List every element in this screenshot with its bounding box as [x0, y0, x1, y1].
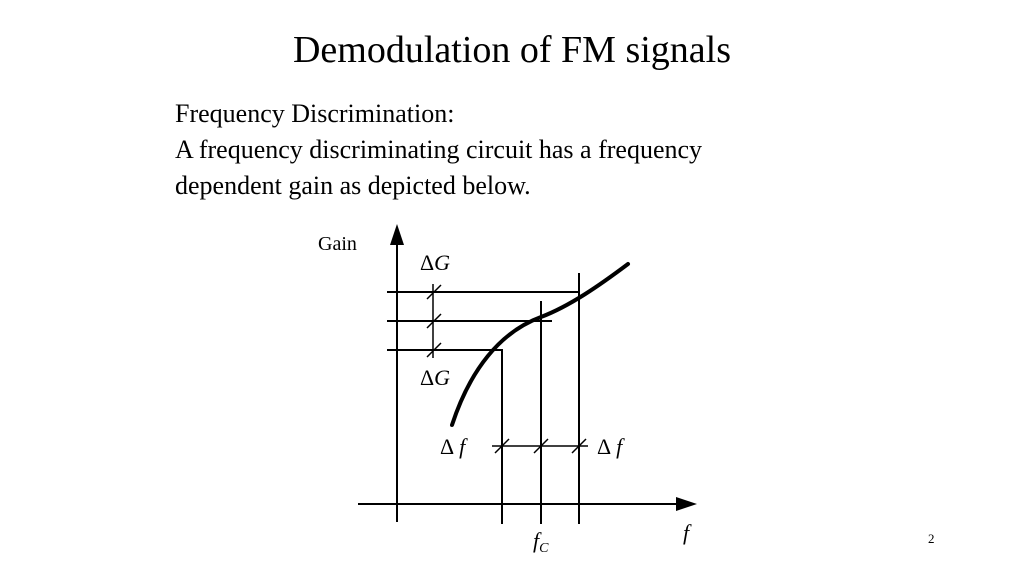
- y-axis-arrowhead: [390, 224, 404, 245]
- slide-title: Demodulation of FM signals: [292, 29, 732, 71]
- delta-f-tick-lower: [494, 438, 510, 454]
- delta-g-label-bottom: ΔG: [420, 365, 450, 390]
- x-axis-label: f: [683, 520, 692, 545]
- gain-curve: [450, 262, 630, 427]
- y-axis-label: Gain: [318, 233, 357, 255]
- body-line-1: Frequency Discrimination:: [175, 99, 455, 128]
- delta-g-label-top: ΔG: [420, 250, 450, 275]
- delta-g-tick-center: [426, 313, 442, 329]
- body-line-3: dependent gain as depicted below.: [175, 171, 531, 200]
- body-line-2: A frequency discriminating circuit has a…: [175, 135, 703, 164]
- slide-body: Frequency Discrimination: A frequency di…: [175, 96, 702, 204]
- delta-g-tick-lower: [426, 342, 442, 358]
- delta-f-tick-center: [533, 438, 549, 454]
- page-number: 2: [928, 531, 935, 546]
- delta-g-tick-upper: [426, 284, 442, 300]
- delta-f-tick-upper: [571, 438, 587, 454]
- center-frequency-label: fC: [533, 528, 549, 556]
- x-axis-arrowhead: [676, 497, 697, 511]
